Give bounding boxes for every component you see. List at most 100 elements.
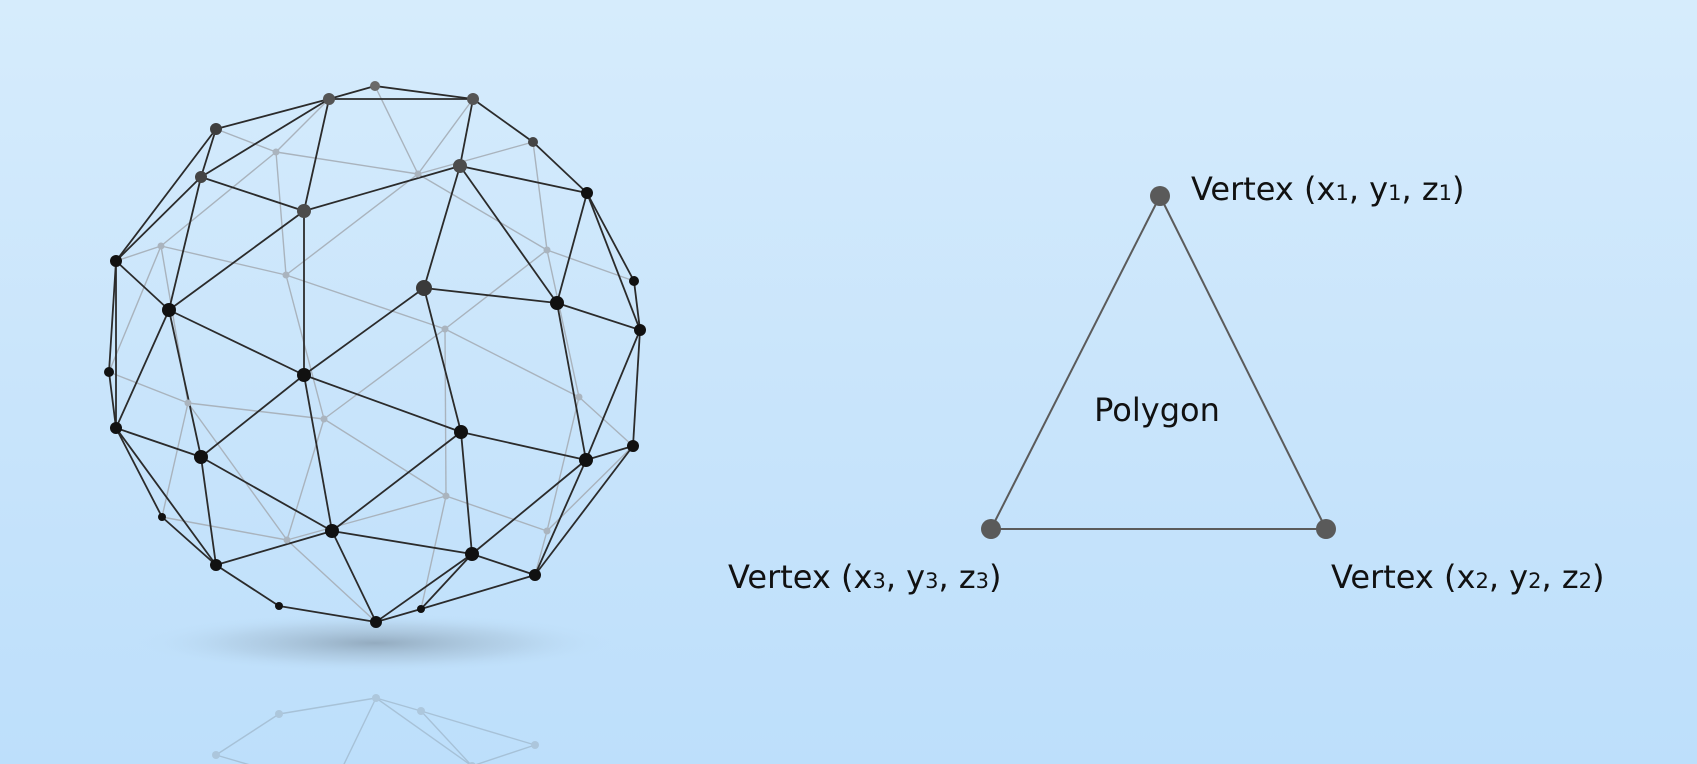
sphere-front-edge: [115, 128, 217, 262]
vertex-2-dot: [1316, 519, 1336, 539]
sphere-back-node: [575, 393, 583, 401]
sphere-front-edge: [459, 165, 558, 304]
sphere-back-edge: [115, 245, 162, 262]
sphere-back-edge: [160, 151, 277, 247]
sphere-front-edge: [471, 553, 536, 576]
reflection-edge: [475, 744, 536, 764]
sphere-front-edge: [471, 459, 587, 555]
sphere-front-edge: [420, 574, 536, 610]
sphere-back-edge: [285, 274, 325, 420]
sphere-front-edge: [168, 309, 202, 458]
sphere-back-edges: [108, 85, 635, 623]
sphere-front-edge: [423, 165, 461, 289]
vertex-2-label: Vertex (x2, y2, z2): [1331, 558, 1604, 596]
reflection-node: [212, 751, 220, 759]
sphere-front-edge: [472, 98, 534, 143]
sphere-back-edge: [286, 495, 447, 541]
sphere-front-edge: [115, 176, 202, 262]
sphere-front-edge: [423, 287, 462, 433]
sphere-back-node: [442, 492, 450, 500]
sphere-front-node: [465, 547, 479, 561]
sphere-back-nodes: [157, 148, 583, 544]
sphere-back-edge: [275, 151, 287, 276]
sphere-front-node: [453, 159, 467, 173]
sphere-back-node: [283, 536, 291, 544]
polygon-triangle: [990, 195, 1327, 530]
sphere-front-edge: [534, 459, 587, 576]
reflection-edge: [215, 754, 250, 764]
sphere-front-edge: [303, 98, 330, 212]
sphere-front-node: [110, 422, 122, 434]
sphere-back-node: [184, 399, 192, 407]
sphere-shadow: [135, 613, 615, 673]
reflection-edge: [215, 713, 280, 756]
vertex-3-label: Vertex (x3, y3, z3): [728, 558, 1001, 596]
sphere-back-node: [157, 242, 165, 250]
sphere-back-edge: [323, 418, 447, 497]
polygon-label: Polygon: [1094, 391, 1220, 429]
sphere-back-edge: [546, 249, 580, 398]
sphere-back-edge: [161, 402, 189, 518]
sphere-front-edge: [168, 176, 202, 311]
sphere-back-edge: [546, 249, 635, 282]
sphere-back-edge: [161, 516, 288, 541]
sphere-back-edge: [187, 402, 288, 541]
sphere-back-edge: [187, 402, 325, 420]
sphere-front-node: [581, 187, 593, 199]
sphere-front-node: [454, 425, 468, 439]
sphere-front-node: [417, 605, 425, 613]
polygon-diagram: Polygon Vertex (x1, y1, z1) Vertex (x2, …: [728, 170, 1604, 596]
sphere-front-edge: [423, 287, 558, 304]
sphere-back-edge: [420, 495, 447, 610]
sphere-front-edge: [115, 309, 170, 429]
sphere-front-edge: [115, 427, 217, 566]
sphere-front-node: [579, 453, 593, 467]
sphere-front-edge: [278, 605, 377, 623]
reflection-edge: [343, 697, 377, 764]
sphere-front-edge: [108, 260, 117, 373]
sphere-front-edge: [115, 260, 170, 311]
sphere-front-edge: [459, 98, 474, 167]
sphere-front-edge: [215, 98, 330, 130]
sphere-front-edge: [168, 309, 305, 376]
sphere-back-edge: [417, 98, 474, 175]
sphere-back-edge: [285, 173, 419, 276]
reflection-edge: [278, 697, 377, 715]
sphere-front-node: [195, 171, 207, 183]
sphere-back-node: [320, 415, 328, 423]
sphere-front-edge: [585, 445, 634, 461]
sphere-front-edge: [586, 192, 635, 282]
sphere-front-nodes: [104, 81, 646, 628]
sphere-back-edge: [534, 530, 548, 576]
sphere-front-node: [297, 368, 311, 382]
sphere-front-node: [210, 559, 222, 571]
sphere-front-edge: [460, 431, 587, 461]
sphere-front-edge: [161, 516, 217, 566]
sphere-back-edge: [444, 249, 548, 330]
reflection-edge: [375, 697, 422, 712]
sphere-front-edges: [108, 85, 641, 623]
sphere-front-node: [162, 303, 176, 317]
reflection-node: [417, 707, 425, 715]
sphere-front-edge: [200, 176, 305, 212]
sphere-front-node: [275, 602, 283, 610]
sphere-front-edge: [375, 553, 473, 623]
sphere-front-node: [627, 440, 639, 452]
sphere-front-edge: [420, 553, 473, 610]
sphere-back-edge: [285, 274, 446, 330]
sphere-back-edge: [108, 245, 162, 373]
sphere-front-node: [529, 569, 541, 581]
vertex-3-dot: [981, 519, 1001, 539]
sphere-front-edge: [200, 456, 333, 532]
sphere-back-node: [282, 271, 290, 279]
reflection-edge: [420, 710, 536, 746]
sphere-front-node: [297, 204, 311, 218]
sphere-front-edge: [585, 329, 641, 461]
sphere-front-edge: [200, 98, 330, 178]
sphere-front-edge: [200, 374, 305, 458]
reflection-node: [372, 694, 380, 702]
sphere-back-edge: [374, 85, 419, 175]
sphere-front-edge: [215, 530, 333, 566]
sphere-back-edge: [444, 328, 580, 398]
